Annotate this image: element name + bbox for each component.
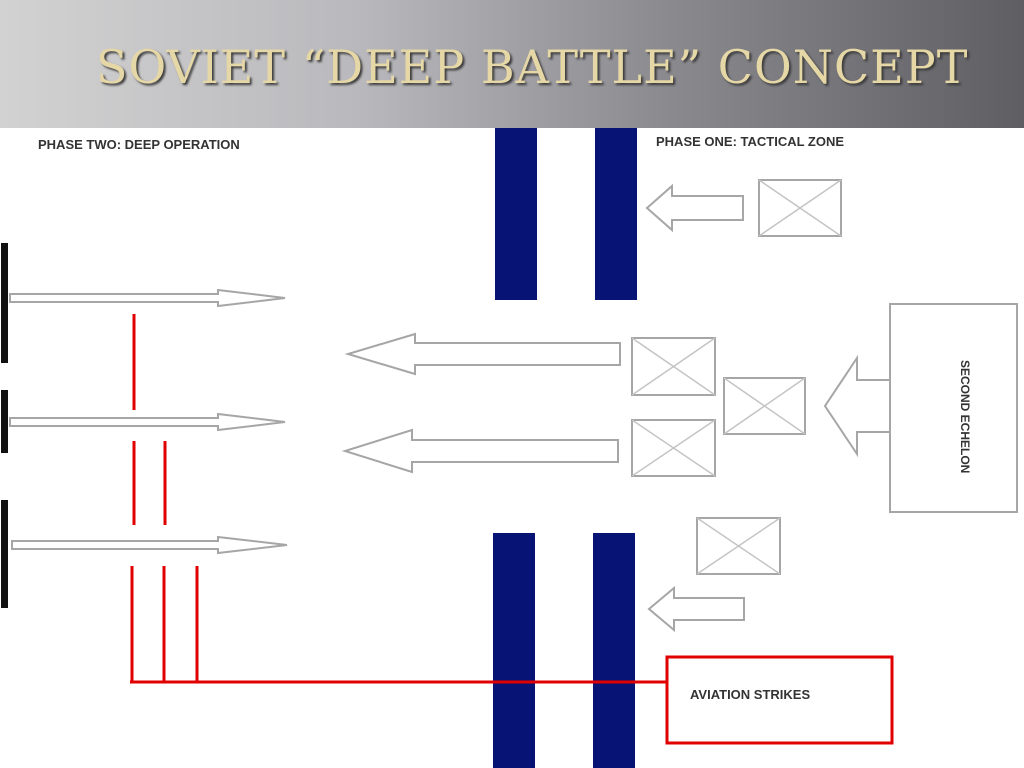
- title-bar: SOVIET “DEEP BATTLE” CONCEPT: [0, 0, 1024, 128]
- front-line-lower-right: [593, 533, 635, 768]
- unit-icon-breakthrough-lower: [631, 419, 716, 477]
- second-echelon-arrow: [823, 354, 891, 458]
- breakthrough-arrow-upper: [344, 332, 621, 376]
- objective-bar-bottom: [1, 500, 8, 608]
- aviation-strike-lines: [130, 314, 667, 684]
- phase-one-label: PHASE ONE: TACTICAL ZONE: [656, 134, 844, 149]
- slide-title: SOVIET “DEEP BATTLE” CONCEPT: [96, 40, 969, 94]
- unit-icon-reserve: [723, 377, 806, 435]
- diagram-canvas: PHASE TWO: DEEP OPERATION PHASE ONE: TAC…: [1, 128, 1018, 768]
- breakthrough-arrow-lower: [341, 428, 619, 474]
- objective-bar-middle: [1, 390, 8, 453]
- deep-battle-diagram: PHASE TWO: DEEP OPERATION PHASE ONE: TAC…: [0, 128, 1024, 768]
- aviation-strikes-label: AVIATION STRIKES: [690, 687, 810, 702]
- exploitation-arrow-top: [9, 288, 286, 308]
- front-line-upper-left: [495, 128, 537, 300]
- exploitation-arrow-middle: [9, 412, 286, 432]
- exploitation-arrow-bottom: [11, 535, 288, 555]
- phase-two-label: PHASE TWO: DEEP OPERATION: [38, 137, 240, 152]
- unit-icon-breakthrough-upper: [631, 337, 716, 396]
- front-line-upper-right: [595, 128, 637, 300]
- tactical-arrow-upper: [645, 183, 744, 233]
- unit-icon-tactical-lower: [696, 517, 781, 575]
- aviation-strikes-box: [665, 655, 894, 745]
- tactical-arrow-lower: [647, 585, 745, 633]
- objective-bar-top: [1, 243, 8, 363]
- second-echelon-label: SECOND ECHELON: [958, 360, 972, 473]
- second-echelon-box: [889, 303, 1018, 513]
- unit-icon-tactical-upper: [758, 179, 842, 237]
- front-line-lower-left: [493, 533, 535, 768]
